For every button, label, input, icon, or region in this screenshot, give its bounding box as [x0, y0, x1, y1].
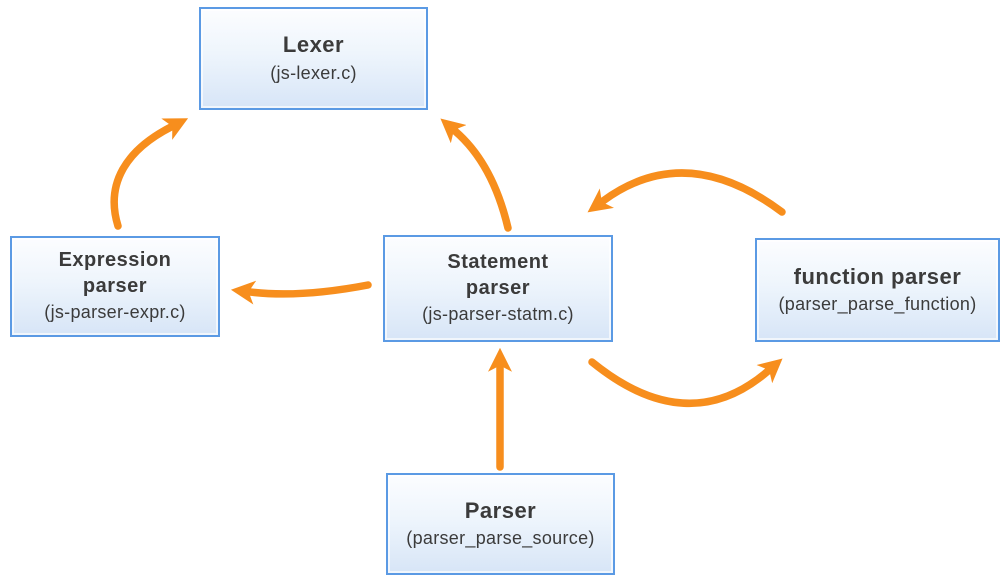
- node-function-parser: function parser (parser_parse_function): [755, 238, 1000, 342]
- arrow-expression-parser-to-lexer: [110, 118, 189, 230]
- arrow-function-parser-to-statement-parser: [587, 169, 786, 216]
- node-title: Lexer: [282, 32, 345, 58]
- node-subtitle: (parser_parse_function): [778, 294, 977, 315]
- node-subtitle: (js-lexer.c): [270, 62, 357, 83]
- node-subtitle: (js-parser-expr.c): [44, 302, 186, 323]
- node-subtitle: (parser_parse_source): [406, 528, 595, 549]
- node-expression-parser: Expression parser (js-parser-expr.c): [10, 236, 220, 337]
- node-title: Parser: [464, 497, 537, 523]
- node-lexer: Lexer (js-lexer.c): [199, 7, 428, 110]
- arrow-statement-parser-to-lexer: [440, 118, 512, 232]
- arrow-statement-parser-to-expression-parser: [230, 280, 372, 305]
- arrow-statement-parser-to-function-parser: [588, 358, 783, 408]
- node-title: Statement parser: [447, 251, 549, 300]
- node-title: function parser: [793, 263, 962, 289]
- node-statement-parser: Statement parser (js-parser-statm.c): [383, 235, 613, 342]
- node-subtitle: (js-parser-statm.c): [422, 304, 574, 325]
- node-parser: Parser (parser_parse_source): [386, 473, 615, 575]
- node-title: Expression parser: [58, 249, 172, 298]
